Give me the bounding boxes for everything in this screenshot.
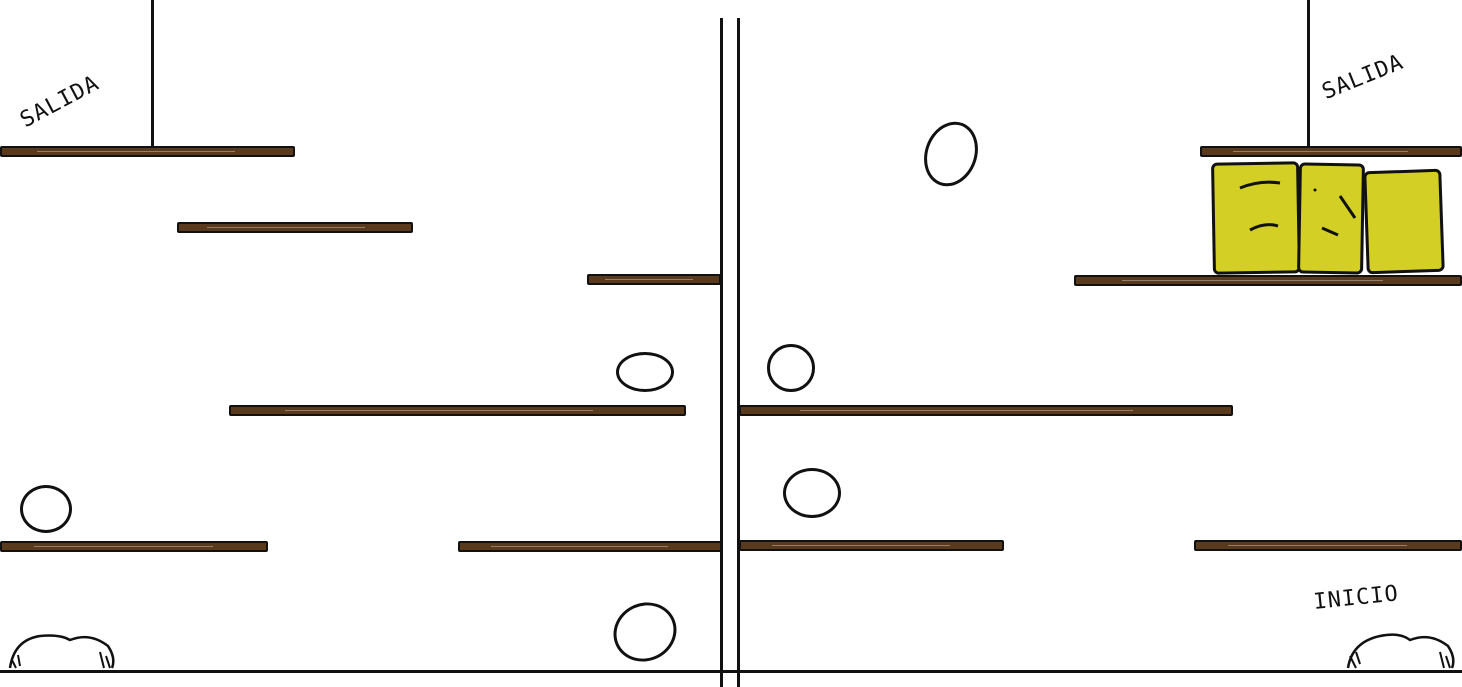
divider-wall-left: [720, 18, 723, 687]
coin-icon[interactable]: [20, 485, 72, 533]
coin-icon[interactable]: [767, 344, 815, 392]
platform: [177, 222, 413, 233]
platform: [739, 405, 1233, 416]
coin-icon[interactable]: [616, 352, 674, 392]
platform: [229, 405, 686, 416]
exit-pole-right: [1307, 0, 1310, 148]
platform: [587, 274, 721, 285]
coin-icon[interactable]: [783, 468, 841, 518]
platform: [458, 541, 722, 552]
platform: [1194, 540, 1462, 551]
platform: [0, 146, 295, 157]
platform: [739, 540, 1004, 551]
platform: [0, 541, 268, 552]
platform: [1074, 275, 1462, 286]
ground-line: [0, 670, 1462, 673]
divider-wall-right: [737, 18, 740, 687]
exit-pole-left: [151, 0, 154, 148]
platform: [1200, 146, 1462, 157]
